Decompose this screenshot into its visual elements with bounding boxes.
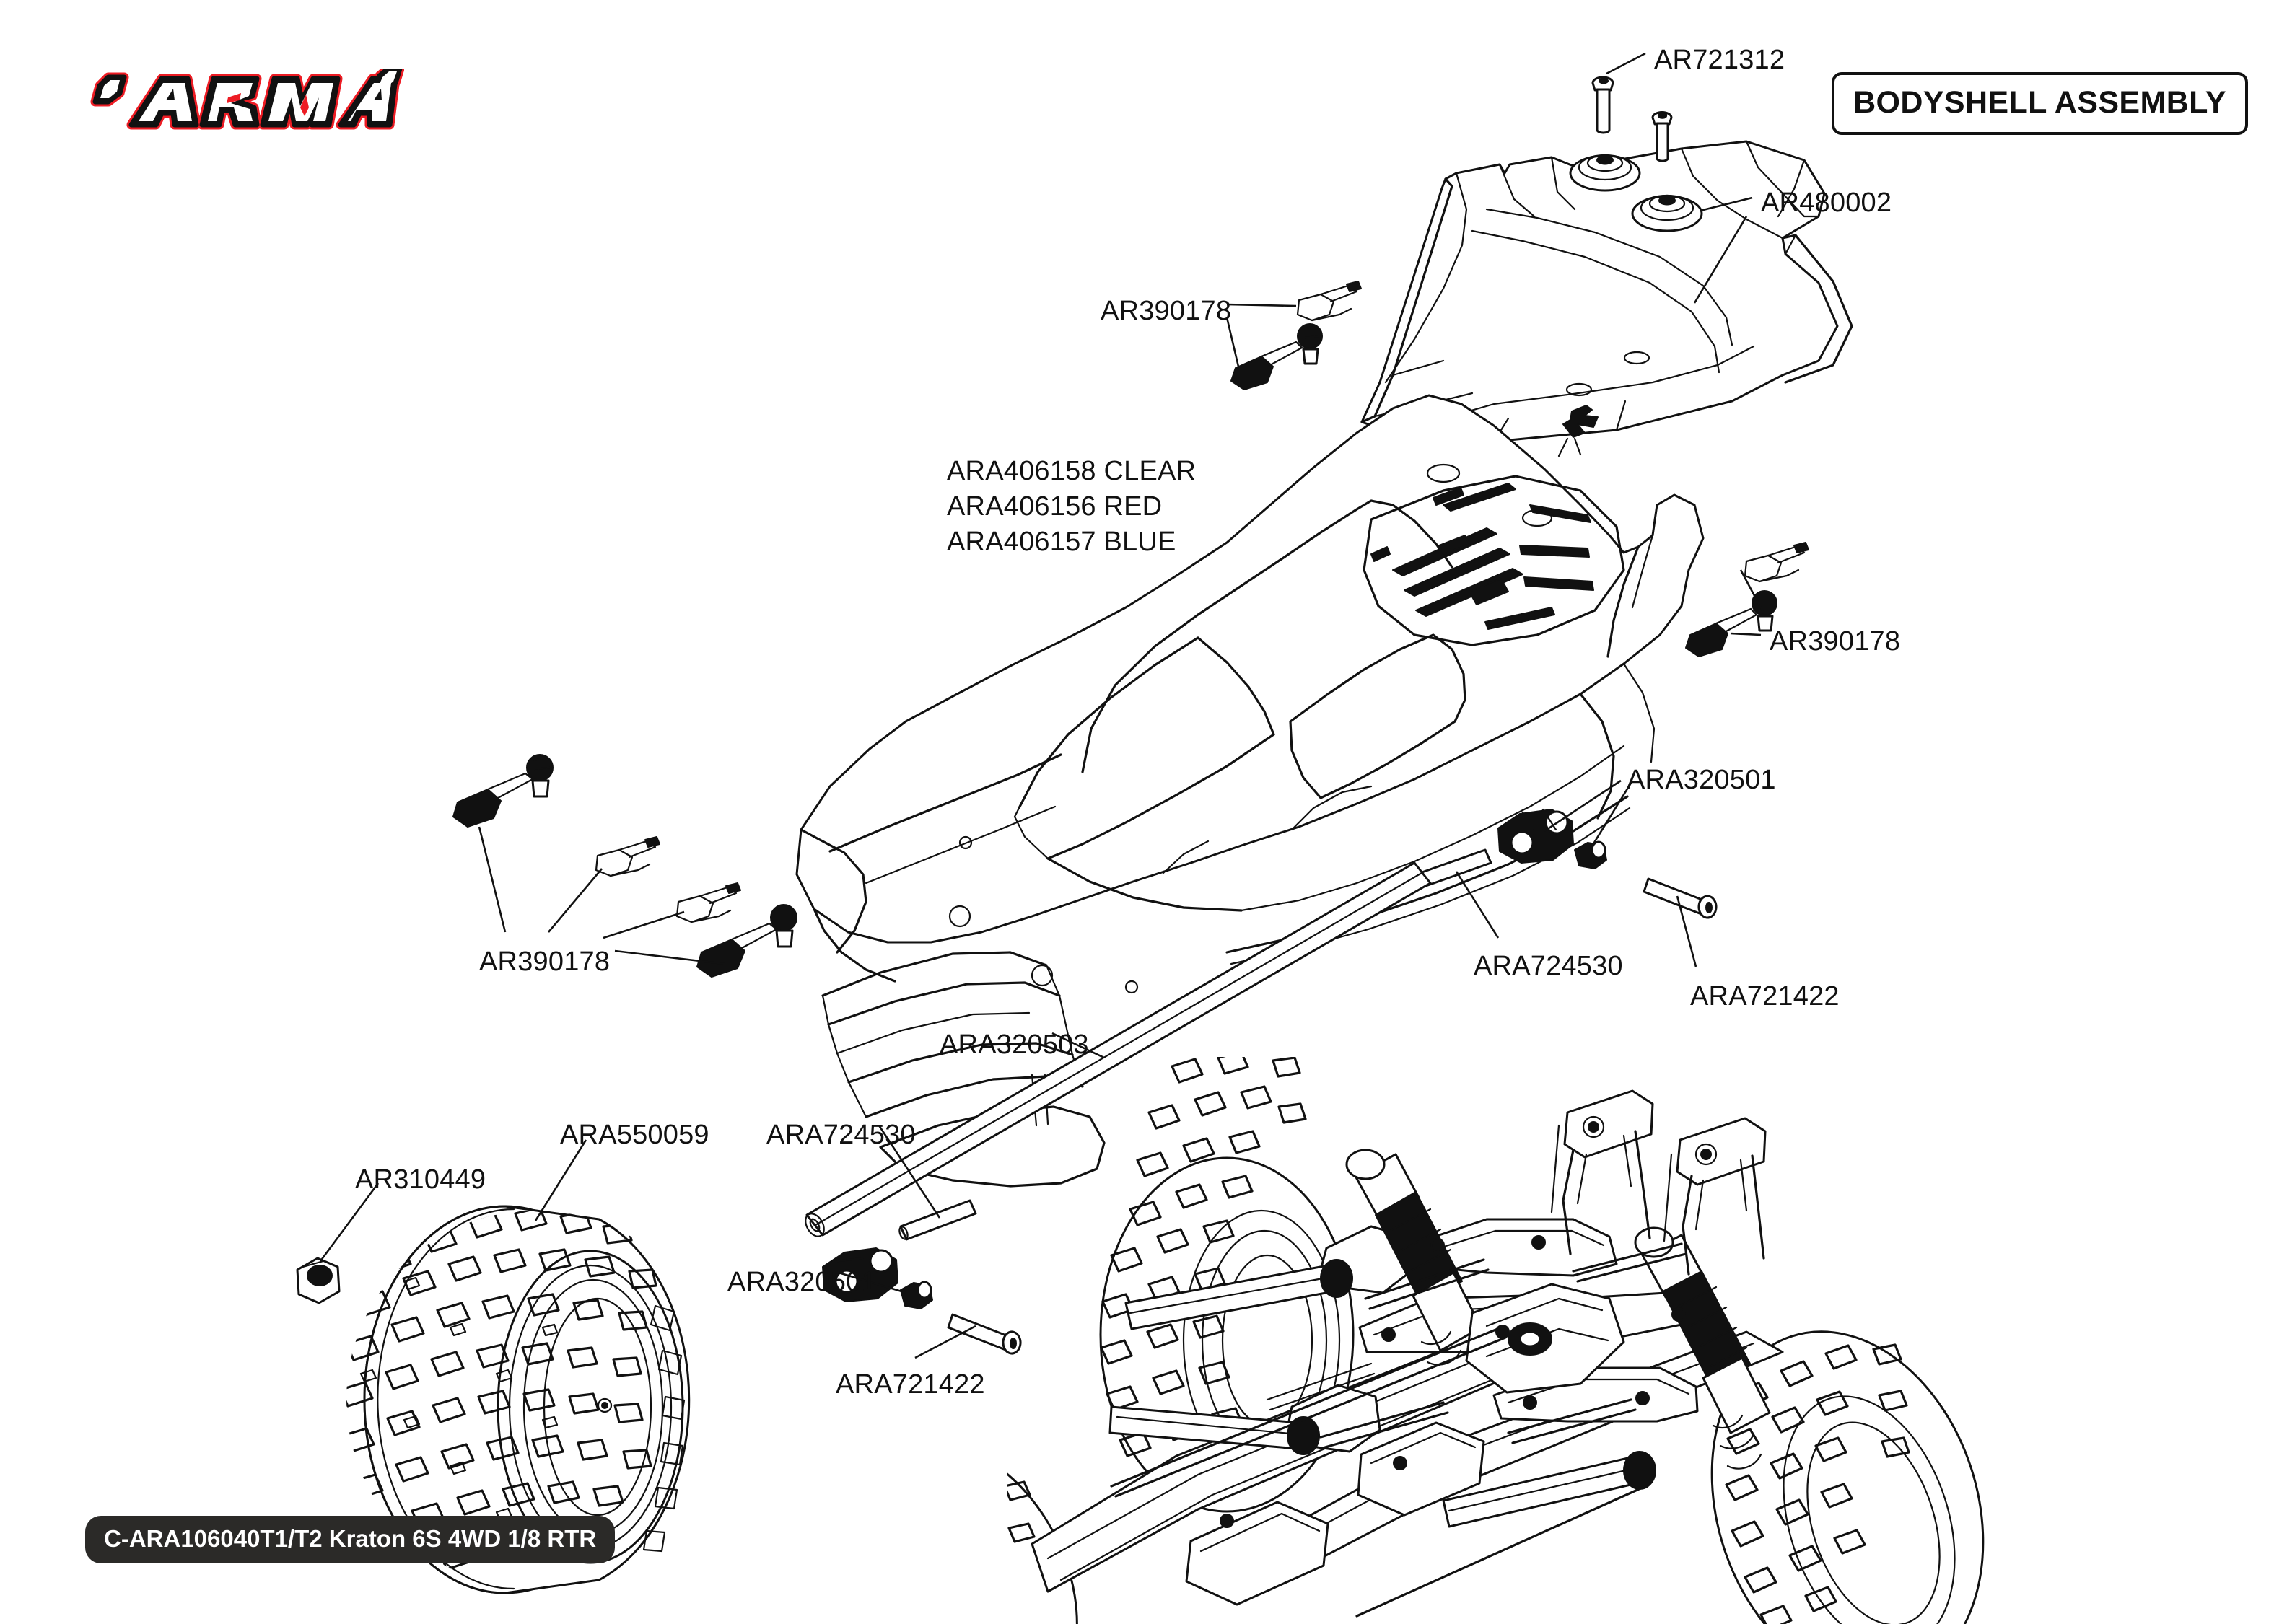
shock-towers [1562, 1089, 1767, 1276]
driveshafts [1108, 1259, 1656, 1528]
callout-ar480002: AR480002 [1761, 188, 1892, 218]
model-label: C-ARA106040T1/T2 Kraton 6S 4WD 1/8 RTR [104, 1525, 597, 1552]
page-title: BODYSHELL ASSEMBLY [1853, 85, 2226, 120]
r-clip-left-a [595, 836, 660, 877]
clip-holder-top [1230, 323, 1323, 390]
chassis-assembly [1007, 1057, 1985, 1624]
model-footer-badge: C-ARA106040T1/T2 Kraton 6S 4WD 1/8 RTR [85, 1516, 616, 1563]
callout-ar310449: AR310449 [355, 1164, 486, 1195]
body-post-hardware-right [1414, 808, 1718, 919]
sheet-title-badge: BODYSHELL ASSEMBLY [1832, 72, 2248, 135]
wing-hardware [1569, 76, 1703, 232]
chassis-front-tire [1007, 1441, 1078, 1624]
chassis-right-tire [1710, 1330, 1985, 1624]
body-clip-group-left [452, 754, 797, 978]
screw-ar721312-a [1591, 76, 1614, 134]
clip-holder-right [1685, 590, 1777, 657]
body-clip-group-right [1685, 542, 1809, 657]
tire-and-wheel [346, 1205, 691, 1594]
chassis-fasteners [1220, 1235, 1686, 1528]
body-clip-group-top [1230, 281, 1362, 390]
body-post-tube [805, 861, 1432, 1237]
callout-ar721312: AR721312 [1654, 45, 1785, 75]
post-mount-right [1497, 808, 1574, 864]
wheel-nut [296, 1257, 341, 1304]
clip-holder-left-a [452, 754, 554, 828]
center-drivetrain [1185, 1283, 1625, 1606]
callout-body_clear: ARA406158 CLEAR [947, 456, 1197, 486]
rim-side-blocks [642, 1304, 686, 1553]
pin-lower [899, 1199, 977, 1241]
steering-links [1266, 1242, 1687, 1449]
r-clip-top [1296, 281, 1362, 322]
callout-ara550059: ARA550059 [560, 1120, 709, 1150]
callout-ar390178_left: AR390178 [479, 947, 611, 977]
deck-vents [1370, 463, 1594, 630]
grommet-ar480002-b [1631, 194, 1703, 232]
leader-lines [319, 52, 1765, 1359]
callout-ara724530_low: ARA724530 [766, 1120, 916, 1150]
misc-rods [1110, 1124, 1673, 1618]
callout-ara721422_low: ARA721422 [836, 1369, 985, 1400]
r-clip-right [1744, 542, 1809, 583]
post-collar-right [1574, 840, 1607, 869]
callout-ara320501_right: ARA320501 [1627, 765, 1776, 795]
callout-ar390178_top: AR390178 [1101, 296, 1232, 326]
grommet-ar480002-a [1569, 154, 1641, 192]
bodyshell [795, 394, 1705, 1188]
r-clip-left-b [675, 882, 741, 923]
callout-body_blue: ARA406157 BLUE [947, 527, 1176, 557]
callout-ara724530_right: ARA724530 [1474, 951, 1623, 981]
callout-body_red: ARA406156 RED [947, 491, 1163, 522]
arrma-logo [90, 69, 404, 130]
screw-lower [947, 1313, 1022, 1355]
callout-ara721422_right: ARA721422 [1690, 981, 1840, 1011]
post-collar-lower [900, 1281, 933, 1309]
callout-ar390178_right: AR390178 [1770, 626, 1901, 657]
callout-ara320503: ARA320503 [940, 1030, 1089, 1060]
screw-right [1643, 877, 1718, 919]
clip-holder-left-b [696, 904, 797, 978]
screw-ar721312-b [1651, 111, 1673, 162]
callout-ara320501_low: ARA320501 [727, 1267, 877, 1297]
